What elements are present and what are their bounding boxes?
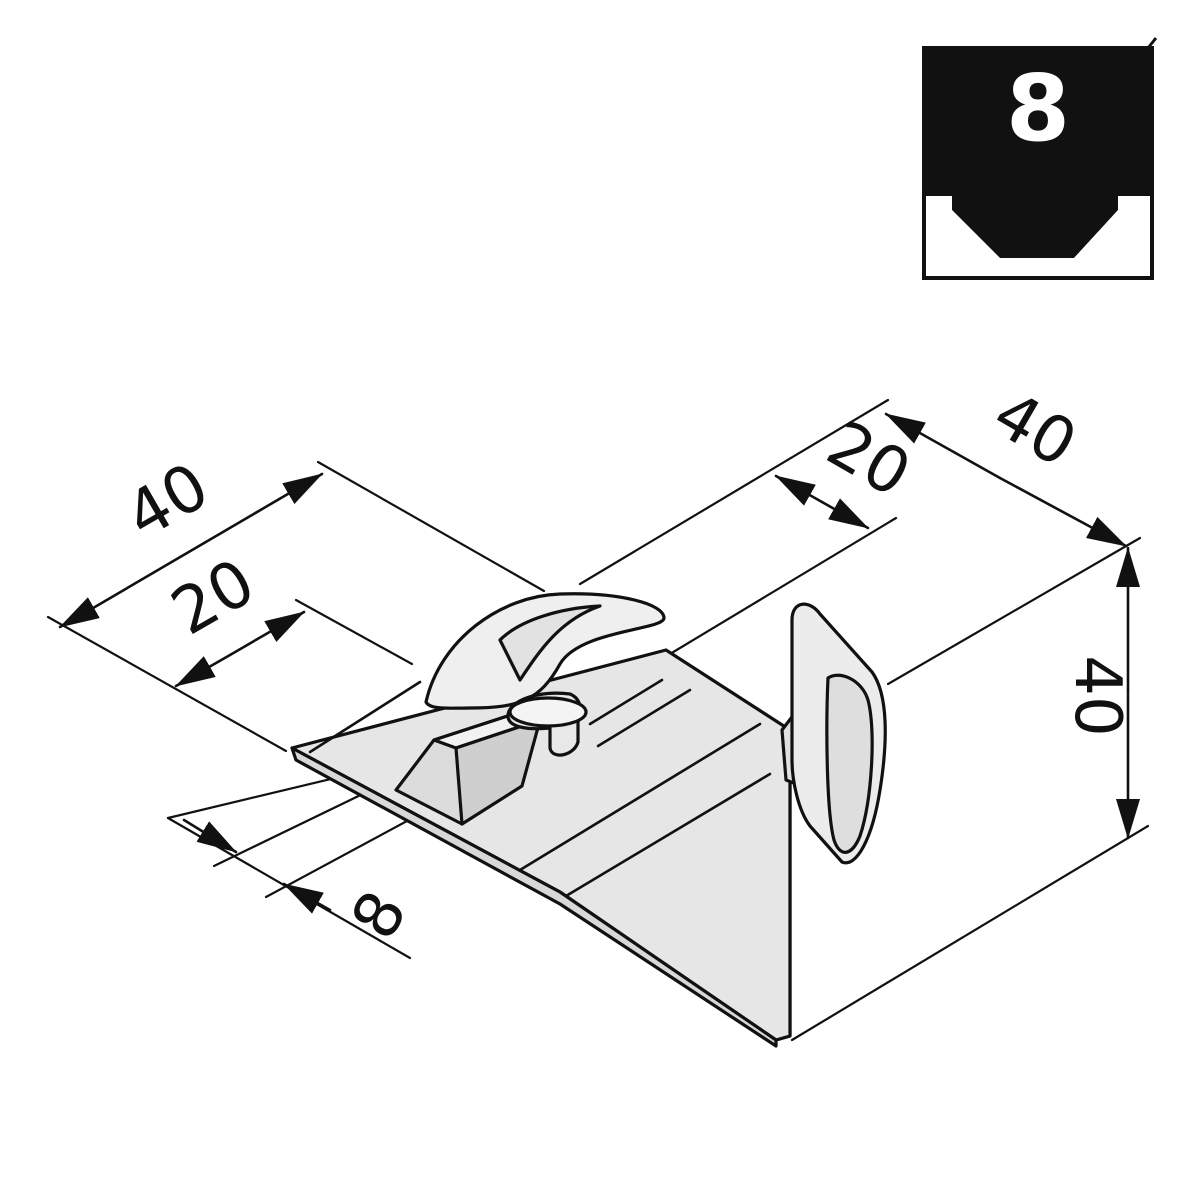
slot-size-label: 8 <box>1006 55 1070 162</box>
dim-height: 40 <box>1060 655 1134 736</box>
dim-left-outer-width: 40 <box>114 449 222 554</box>
bracket-part <box>290 592 887 1048</box>
wing-screw-handle <box>424 592 666 710</box>
dim-left-inner-width: 20 <box>160 545 268 650</box>
dimension-lines <box>58 412 1140 914</box>
dim-right-outer-width: 40 <box>981 377 1089 482</box>
badge-top-band <box>924 48 1152 168</box>
dim-right-inner-width: 20 <box>815 407 923 512</box>
profile-slot-badge: 8 <box>922 37 1158 280</box>
